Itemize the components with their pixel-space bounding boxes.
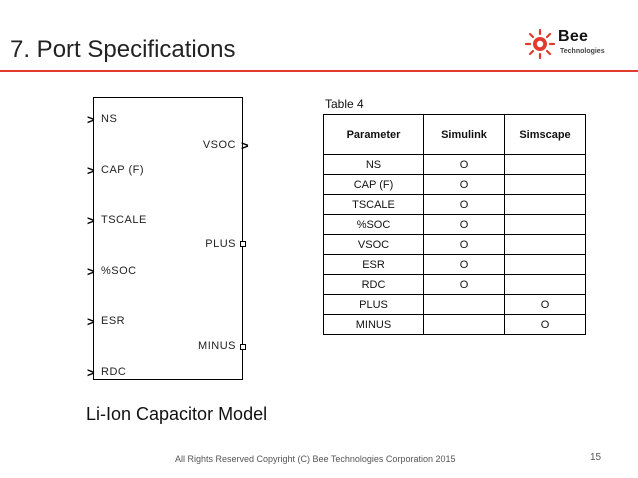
table-cell: PLUS: [323, 294, 424, 315]
column-header: Parameter: [323, 114, 424, 155]
output-port-minus: MINUS: [198, 340, 236, 352]
bee-logo-icon: [524, 28, 556, 60]
column-header: Simscape: [504, 114, 586, 155]
table-cell: O: [423, 274, 505, 295]
input-arrow-icon: >: [87, 314, 95, 329]
title-underline: [0, 70, 638, 72]
table-cell: [504, 174, 586, 195]
input-port-soc: %SOC: [101, 265, 137, 277]
output-port-plus: PLUS: [205, 238, 236, 250]
input-arrow-icon: >: [87, 213, 95, 228]
table-cell: TSCALE: [323, 194, 424, 215]
table-cell: [504, 254, 586, 275]
conserving-port-icon: [240, 241, 246, 247]
table-row: RDC O: [323, 274, 586, 295]
table-cell: [504, 214, 586, 235]
table-row: MINUS O: [323, 314, 586, 335]
table-row: PLUS O: [323, 294, 586, 315]
input-port-esr: ESR: [101, 315, 126, 327]
page-number: 15: [590, 452, 602, 463]
logo-subtitle: Technologies: [560, 48, 605, 55]
capacitor-model-block: [93, 97, 243, 380]
table-cell: [423, 294, 505, 315]
table-row: TSCALE O: [323, 194, 586, 215]
table-cell: O: [423, 154, 505, 175]
table-cell: RDC: [323, 274, 424, 295]
table-cell: [504, 234, 586, 255]
table-cell: [504, 274, 586, 295]
port-spec-table: Parameter Simulink Simscape NS O CAP (F)…: [323, 114, 586, 335]
table-cell: CAP (F): [323, 174, 424, 195]
input-port-tscale: TSCALE: [101, 214, 147, 226]
table-cell: [504, 154, 586, 175]
table-cell: [423, 314, 505, 335]
table-cell: NS: [323, 154, 424, 175]
column-header: Simulink: [423, 114, 505, 155]
table-row: ESR O: [323, 254, 586, 275]
table-row: NS O: [323, 154, 586, 175]
copyright-footer: All Rights Reserved Copyright (C) Bee Te…: [175, 454, 456, 464]
input-port-cap: CAP (F): [101, 164, 145, 176]
table-cell: O: [423, 214, 505, 235]
output-arrow-icon: >: [241, 138, 249, 153]
company-logo: Bee Technologies: [524, 26, 630, 64]
table-cell: O: [423, 194, 505, 215]
input-arrow-icon: >: [87, 264, 95, 279]
model-caption: Li-Ion Capacitor Model: [86, 404, 268, 424]
table-row: %SOC O: [323, 214, 586, 235]
table-cell: [504, 194, 586, 215]
table-header-row: Parameter Simulink Simscape: [323, 114, 586, 155]
table-cell: O: [423, 254, 505, 275]
logo-wordmark: Bee: [558, 28, 589, 45]
table-cell: VSOC: [323, 234, 424, 255]
table-cell: O: [423, 174, 505, 195]
input-arrow-icon: >: [87, 365, 95, 380]
table-cell: MINUS: [323, 314, 424, 335]
table-cell: ESR: [323, 254, 424, 275]
table-row: VSOC O: [323, 234, 586, 255]
input-arrow-icon: >: [87, 163, 95, 178]
table-cell: O: [504, 294, 586, 315]
table-cell: %SOC: [323, 214, 424, 235]
input-port-rdc: RDC: [101, 366, 127, 378]
table-caption: Table 4: [325, 97, 364, 111]
table-cell: O: [504, 314, 586, 335]
table-cell: O: [423, 234, 505, 255]
conserving-port-icon: [240, 344, 246, 350]
input-arrow-icon: >: [87, 112, 95, 127]
input-port-ns: NS: [101, 113, 118, 125]
table-row: CAP (F) O: [323, 174, 586, 195]
slide-title: 7. Port Specifications: [10, 36, 236, 63]
output-port-vsoc: VSOC: [202, 139, 236, 151]
